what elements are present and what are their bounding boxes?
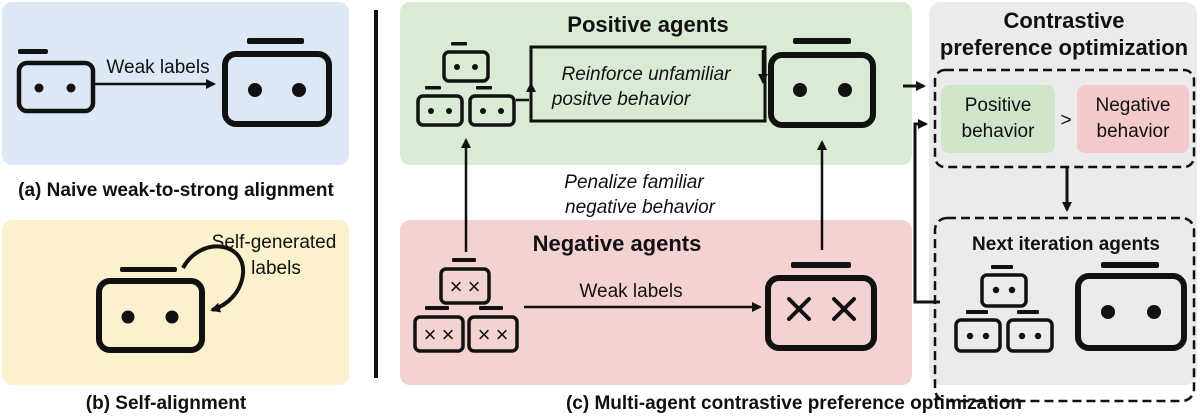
reinforce-label-line2: positve behavior [551,89,691,110]
positive-behavior-line1: Positive [965,95,1032,116]
panel-b-background [2,220,349,385]
cpo-title-line1: Contrastive [1003,8,1124,33]
positive-behavior-box [941,85,1055,153]
positive-agents-title: Positive agents [567,12,728,37]
next-iteration-dashed-box [933,216,1196,403]
weak-labels-label: Weak labels [106,57,209,78]
self-generated-label: Self-generated [212,232,337,253]
svg-text:×: × [450,274,463,299]
negative-agent-stack: × × × × × × [413,258,519,353]
panel-a-caption: (a) Naive weak-to-strong alignment [18,180,334,201]
self-loop-arrow [181,244,246,313]
self-agent-icon [96,267,205,353]
positive-behavior-line2: behavior [962,121,1036,142]
svg-text:×: × [424,322,437,347]
penalize-label-line2: negative behavior [565,197,716,218]
negative-strong-agent-icon [765,262,877,351]
next-iteration-strong-agent-icon [1075,262,1187,351]
arrow-next-iteration-back [913,119,940,304]
penalize-label-line1: Penalize familiar [564,172,704,193]
panel-b-caption: (b) Self-alignment [86,393,247,414]
negative-behavior-box [1077,85,1189,153]
svg-text:×: × [442,322,455,347]
negative-behavior-line1: Negative [1096,95,1171,116]
greater-than-sign: > [1060,110,1071,131]
positive-strong-agent-icon [768,38,876,128]
positive-agent-stack [416,42,516,127]
cpo-title-line2: preference optimization [940,35,1188,60]
panel-c-caption: (c) Multi-agent contrastive preference o… [566,393,1022,414]
svg-text:×: × [478,322,491,347]
preference-dashed-box [933,68,1196,169]
negative-behavior-line2: behavior [1097,121,1171,142]
next-iteration-agent-stack [954,265,1054,353]
negative-agents-title: Negative agents [533,231,702,256]
next-iteration-title: Next iteration agents [972,234,1160,255]
labels-label: labels [251,258,301,279]
svg-text:×: × [468,274,481,299]
negative-agents-panel [400,220,912,385]
weak-agent-icon [16,49,96,114]
svg-text:×: × [496,322,509,347]
strong-agent-icon [222,38,332,127]
reinforce-label-line1: Reinforce unfamiliar [562,64,732,85]
negative-weak-labels-label: Weak labels [579,281,682,302]
